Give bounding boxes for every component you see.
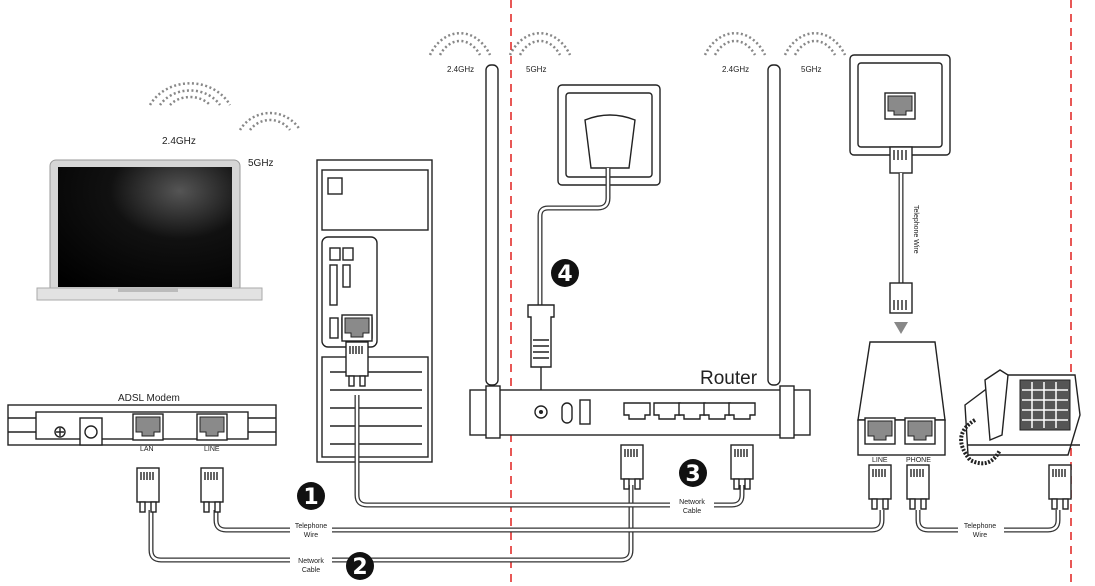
step-4-badge: 4 (551, 259, 579, 287)
wall-phone-jack-icon (849, 54, 951, 334)
port-label-line: LINE (872, 457, 888, 464)
svg-text:2: 2 (352, 555, 367, 580)
wifi-band-label: 5GHz (801, 65, 821, 74)
wifi-signal-icon (148, 32, 847, 131)
cable-label: Telephone (295, 523, 327, 530)
wifi-band-label: 5GHz (526, 65, 546, 74)
power-adapter-icon (527, 84, 661, 397)
svg-text:4: 4 (557, 262, 572, 287)
telephone-icon (959, 369, 1081, 466)
cable-label: Telephone (964, 523, 996, 530)
cable-label: Wire (304, 532, 318, 539)
svg-text:1: 1 (303, 485, 318, 510)
wifi-band-label: 5GHz (248, 158, 274, 169)
network-cable (148, 485, 634, 563)
port-label-lan: LAN (140, 446, 154, 453)
splitter-icon (857, 341, 946, 456)
telephone-wire (213, 510, 885, 533)
port-label-line: LINE (204, 446, 220, 453)
step-2-badge: 2 (346, 552, 374, 580)
cable-label: Network (298, 558, 324, 565)
cable-label: Telephone Wire (912, 205, 919, 254)
wifi-band-label: 2.4GHz (162, 136, 196, 147)
network-cable (354, 395, 745, 508)
router-icon (469, 64, 811, 439)
desktop-pc-icon (316, 159, 433, 463)
cable-label: Wire (973, 532, 987, 539)
cable-label: Cable (302, 567, 320, 574)
modem-label: ADSL Modem (118, 393, 180, 404)
step-3-badge: 3 (679, 459, 707, 487)
wifi-band-label: 2.4GHz (722, 65, 749, 74)
cable-label: Network (679, 499, 705, 506)
step-1-badge: 1 (297, 482, 325, 510)
laptop-icon (36, 159, 263, 301)
svg-text:3: 3 (685, 462, 700, 487)
cable-label: Cable (683, 508, 701, 515)
wifi-band-label: 2.4GHz (447, 65, 474, 74)
adsl-modem-icon (7, 404, 277, 446)
router-label: Router (700, 368, 758, 389)
port-label-phone: PHONE (906, 457, 931, 464)
